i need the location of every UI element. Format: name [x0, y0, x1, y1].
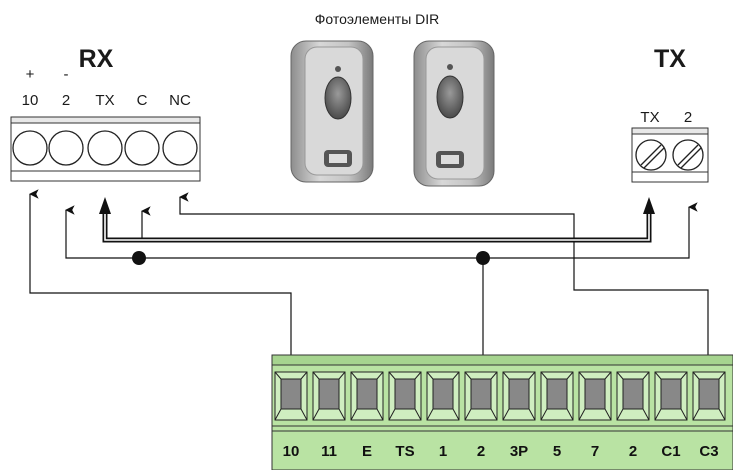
- rx-terminal-label: C: [137, 92, 148, 109]
- wire-rxnc-boardc3: [179, 192, 709, 392]
- board-terminal-label: 3P: [510, 443, 528, 460]
- board-terminal-cell: [426, 371, 460, 421]
- wire-rxtx-txtx: [99, 197, 655, 243]
- wire-rx2-bus: [65, 202, 698, 259]
- board-terminal-label: 7: [591, 443, 599, 460]
- board-terminal-cell: [540, 371, 574, 421]
- board-terminal-label: C3: [699, 443, 718, 460]
- board-terminal-cell: [274, 371, 308, 421]
- photocell-device-image: [413, 40, 495, 187]
- rx-terminal-block: [10, 116, 201, 182]
- board-terminal-cell: [350, 371, 384, 421]
- rx-plus-sign: +: [26, 66, 35, 83]
- board-terminal-label: C1: [661, 443, 680, 460]
- board-terminal-label: 11: [321, 443, 337, 460]
- diagram-title: Фотоэлементы DIR: [315, 11, 440, 27]
- board-terminal-label: TS: [395, 443, 414, 460]
- board-terminal-cell: [616, 371, 650, 421]
- tx-terminal-label: 2: [684, 109, 692, 126]
- junction-dot: [476, 251, 490, 265]
- board-terminal-cells: [274, 371, 726, 421]
- rx-terminal-label: 10: [22, 92, 39, 109]
- rx-terminal-label: NC: [169, 92, 191, 109]
- rx-terminal-label: TX: [95, 92, 114, 109]
- tx-terminal-label: TX: [640, 109, 659, 126]
- rx-minus-sign: -: [64, 66, 69, 83]
- board-terminal-cell: [692, 371, 726, 421]
- board-terminal-cell: [464, 371, 498, 421]
- board-terminal-label: 10: [283, 443, 300, 460]
- tx-terminal-block: [631, 127, 709, 183]
- board-terminal-labels: 10 11 E TS 1 2 3P 5 7 2 C1 C3: [283, 443, 719, 460]
- rx-label: RX: [79, 45, 114, 73]
- photocell-device-image: [290, 40, 374, 183]
- board-terminal-label: E: [362, 443, 372, 460]
- wire-rx10-board10: [29, 189, 292, 392]
- board-terminal-label: 1: [439, 443, 447, 460]
- board-terminal-label: 2: [629, 443, 637, 460]
- board-terminal-cell: [502, 371, 536, 421]
- junction-dot: [132, 251, 146, 265]
- board-terminal-cell: [654, 371, 688, 421]
- board-terminal-label: 2: [477, 443, 485, 460]
- board-terminal-label: 5: [553, 443, 561, 460]
- board-terminal-cell: [312, 371, 346, 421]
- board-terminal-cell: [578, 371, 612, 421]
- rx-terminal-label: 2: [62, 92, 70, 109]
- tx-label: TX: [654, 45, 686, 73]
- board-terminal-cell: [388, 371, 422, 421]
